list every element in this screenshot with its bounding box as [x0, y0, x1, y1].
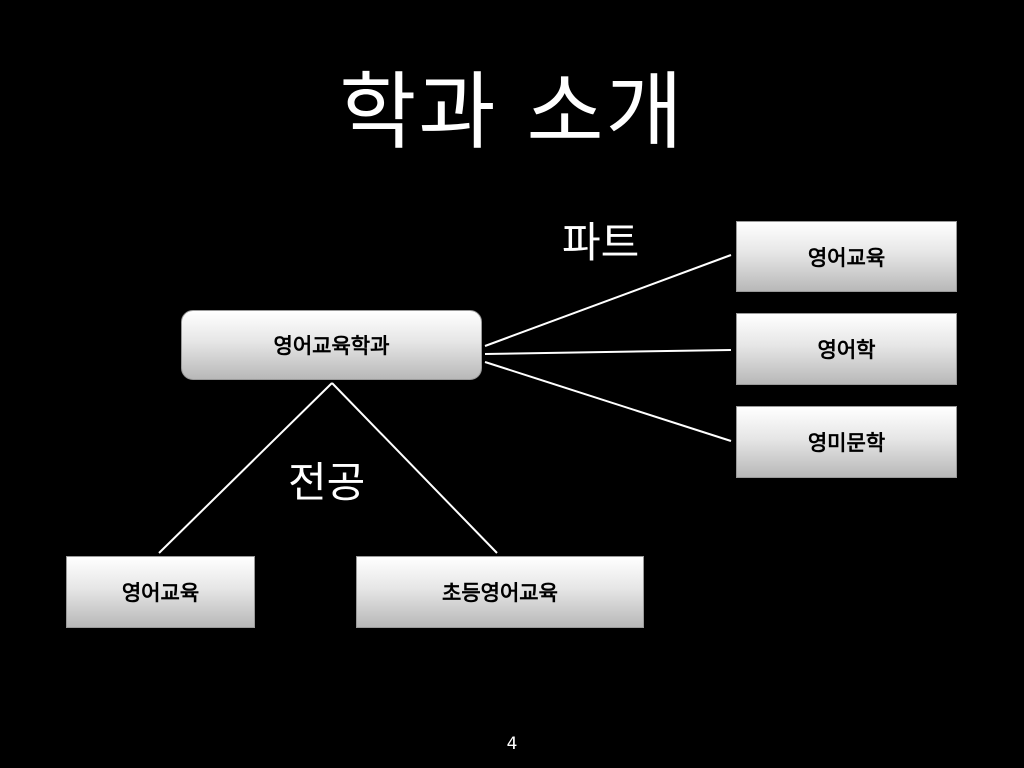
- major-node-label: 초등영어교육: [442, 581, 558, 605]
- root-node: 영어교육학과: [181, 310, 482, 380]
- part-branch-label: 파트: [562, 218, 640, 267]
- connector-part-3: [484, 361, 732, 442]
- major-node: 초등영어교육: [356, 556, 644, 628]
- slide-title: 학과 소개: [339, 63, 685, 161]
- connector-major-1: [158, 382, 333, 554]
- part-node: 영어교육: [736, 221, 957, 292]
- part-node-label: 영미문학: [807, 431, 886, 455]
- major-node: 영어교육: [66, 556, 255, 628]
- part-node: 영어학: [736, 313, 957, 385]
- connector-part-1: [484, 254, 732, 347]
- major-node-label: 영어교육: [121, 581, 200, 605]
- part-node-label: 영어교육: [807, 245, 886, 270]
- page-number: 4: [506, 734, 518, 754]
- connector-major-2: [331, 382, 498, 554]
- part-node-label: 영어학: [817, 338, 876, 362]
- major-branch-label: 전공: [288, 458, 366, 507]
- root-node-label: 영어교육학과: [273, 334, 390, 358]
- connector-part-2: [484, 349, 732, 355]
- part-node: 영미문학: [736, 406, 957, 478]
